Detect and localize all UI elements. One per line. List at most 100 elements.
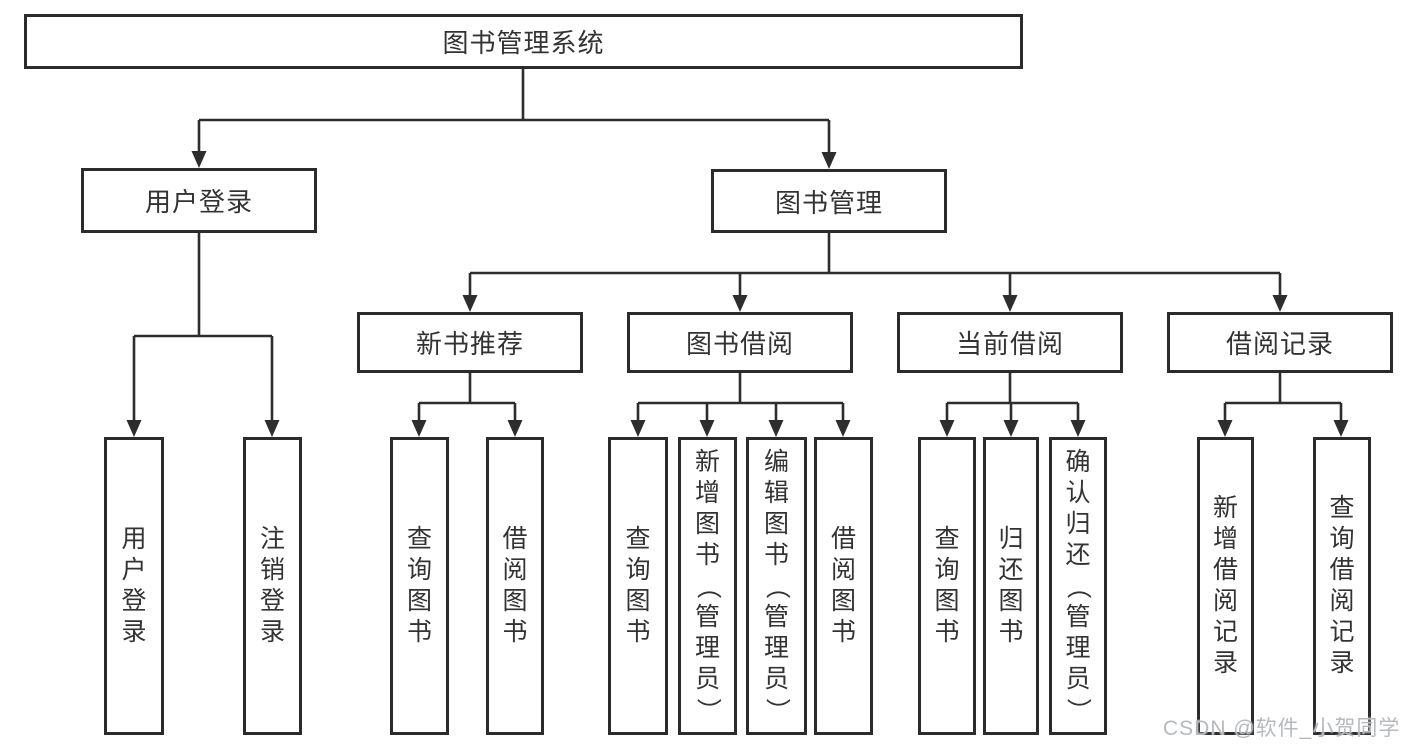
vertical-char: 归 <box>998 525 1024 553</box>
vertical-char: 借 <box>830 525 856 553</box>
node-user-login: 用户登录 <box>81 168 317 233</box>
vertical-char: 书 <box>934 618 960 646</box>
vertical-char: 确 <box>1065 447 1091 476</box>
node-current-borrow-label: 当前借阅 <box>955 329 1064 359</box>
node-book-borrow: 图书借阅 <box>627 312 853 373</box>
vertical-char: 员 <box>694 664 720 693</box>
vertical-char: 图 <box>998 587 1024 615</box>
vertical-char: 录 <box>259 618 285 646</box>
vertical-char: 登 <box>121 587 147 615</box>
vertical-char: 查 <box>1329 494 1355 522</box>
leaf-logout-label: 注销登录 <box>260 524 285 648</box>
vertical-char: 员 <box>763 664 789 693</box>
leaf-query-books-borrow-label: 查询图书 <box>625 524 650 648</box>
vertical-char: 用 <box>121 525 147 553</box>
node-root-system: 图书管理系统 <box>24 14 1023 69</box>
leaf-borrow-books-recommend: 借阅图书 <box>486 437 544 735</box>
leaf-edit-book-admin: 编辑图书（管理员） <box>746 437 807 735</box>
node-book-management: 图书管理 <box>711 169 947 233</box>
vertical-char: 销 <box>259 556 285 584</box>
vertical-char: 书 <box>694 540 720 569</box>
leaf-query-books-current: 查询图书 <box>918 437 976 735</box>
vertical-char: 辑 <box>763 478 789 507</box>
vertical-char: 查 <box>625 525 651 553</box>
leaf-query-borrow-record-label: 查询借阅记录 <box>1329 493 1354 679</box>
node-current-borrow: 当前借阅 <box>897 312 1123 373</box>
vertical-char: 图 <box>502 587 528 615</box>
vertical-char: 图 <box>830 587 856 615</box>
leaf-query-books-current-label: 查询图书 <box>934 524 959 648</box>
vertical-char: 书 <box>502 618 528 646</box>
vertical-char: 理 <box>694 633 720 662</box>
vertical-char: （ <box>762 573 791 599</box>
vertical-char: 图 <box>694 509 720 538</box>
vertical-char: 登 <box>259 587 285 615</box>
vertical-char: 理 <box>1065 633 1091 662</box>
vertical-char: 图 <box>934 587 960 615</box>
node-book-borrow-label: 图书借阅 <box>685 329 794 359</box>
vertical-char: 询 <box>934 556 960 584</box>
vertical-char: 还 <box>998 556 1024 584</box>
leaf-user-login: 用户登录 <box>104 437 164 735</box>
node-root-label: 图书管理系统 <box>442 28 605 58</box>
leaf-query-books-borrow: 查询图书 <box>608 437 668 735</box>
vertical-char: 书 <box>998 618 1024 646</box>
vertical-char: 阅 <box>830 556 856 584</box>
vertical-char: 图 <box>625 587 651 615</box>
leaf-add-book-admin: 新增图书（管理员） <box>678 437 737 735</box>
vertical-char: 书 <box>406 618 432 646</box>
leaf-return-book-label: 归还图书 <box>998 524 1023 648</box>
node-book-management-label: 图书管理 <box>774 187 883 218</box>
leaf-query-books-recommend-label: 查询图书 <box>407 524 432 648</box>
vertical-char: 管 <box>763 602 789 631</box>
vertical-char: （ <box>1064 573 1093 599</box>
vertical-char: 借 <box>502 525 528 553</box>
vertical-char: 记 <box>1212 618 1238 646</box>
vertical-char: ） <box>762 697 791 723</box>
leaf-borrow-book: 借阅图书 <box>814 437 873 735</box>
vertical-char: （ <box>693 573 722 599</box>
leaf-user-login-label: 用户登录 <box>121 524 146 648</box>
vertical-char: 还 <box>1065 540 1091 569</box>
vertical-char: 新 <box>1212 494 1238 522</box>
vertical-char: 新 <box>694 447 720 476</box>
vertical-char: 认 <box>1065 478 1091 507</box>
leaf-query-books-recommend: 查询图书 <box>390 437 449 735</box>
vertical-char: 录 <box>1329 649 1355 677</box>
vertical-char: 书 <box>830 618 856 646</box>
vertical-char: 录 <box>1212 649 1238 677</box>
vertical-char: 询 <box>406 556 432 584</box>
leaf-return-book: 归还图书 <box>983 437 1039 735</box>
vertical-char: 图 <box>406 587 432 615</box>
vertical-char: ） <box>693 697 722 723</box>
vertical-char: 管 <box>1065 602 1091 631</box>
leaf-logout: 注销登录 <box>243 437 302 735</box>
vertical-char: 图 <box>763 509 789 538</box>
vertical-char: 书 <box>763 540 789 569</box>
node-new-book-recommend: 新书推荐 <box>357 312 583 373</box>
vertical-char: 增 <box>694 478 720 507</box>
leaf-add-book-admin-label: 新增图书（管理员） <box>693 447 722 726</box>
vertical-char: 户 <box>121 556 147 584</box>
leaf-query-borrow-record: 查询借阅记录 <box>1313 437 1371 735</box>
vertical-char: 阅 <box>502 556 528 584</box>
vertical-char: 阅 <box>1329 587 1355 615</box>
leaf-borrow-books-recommend-label: 借阅图书 <box>502 524 527 648</box>
vertical-char: 记 <box>1329 618 1355 646</box>
leaf-confirm-return-admin: 确认归还 （ 管理员 ） <box>1049 437 1107 735</box>
vertical-char: 借 <box>1329 556 1355 584</box>
leaf-add-borrow-record-label: 新增借阅记录 <box>1213 493 1238 679</box>
node-new-book-recommend-label: 新书推荐 <box>415 329 524 359</box>
leaf-add-borrow-record: 新增借阅记录 <box>1197 437 1254 735</box>
vertical-char: ） <box>1064 697 1093 723</box>
node-borrow-records: 借阅记录 <box>1167 312 1393 373</box>
leaf-borrow-book-label: 借阅图书 <box>831 524 856 648</box>
vertical-char: 员 <box>1065 664 1091 693</box>
leaf-edit-book-admin-label: 编辑图书（管理员） <box>762 447 791 726</box>
vertical-char: 询 <box>625 556 651 584</box>
vertical-char: 询 <box>1329 525 1355 553</box>
vertical-char: 归 <box>1065 509 1091 538</box>
vertical-char: 理 <box>763 633 789 662</box>
node-borrow-records-label: 借阅记录 <box>1225 329 1334 359</box>
